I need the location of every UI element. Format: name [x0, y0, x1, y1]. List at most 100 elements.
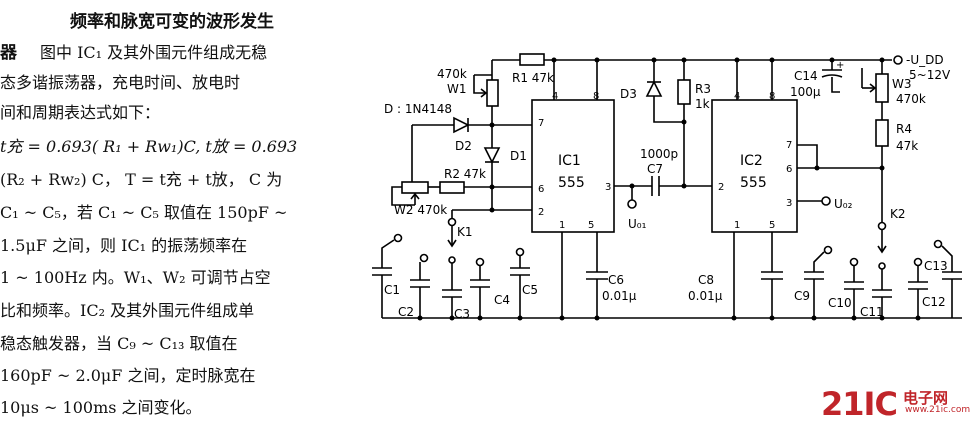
c5-terminal: [515, 247, 525, 257]
k1-arrow: [447, 239, 457, 248]
c2-terminal: [419, 253, 429, 263]
c8-label: C8: [698, 273, 714, 287]
c4-terminal: [475, 257, 485, 267]
r2-label: R2 47k: [444, 167, 486, 181]
title-continuation: 器: [0, 43, 17, 63]
c1-capacitor: [372, 267, 392, 276]
w1-label: W1: [447, 82, 467, 96]
ic2-type: 555: [740, 175, 767, 191]
w1-value: 470k: [437, 67, 467, 81]
c11-capacitor: [872, 289, 892, 298]
w3-value: 470k: [896, 92, 926, 106]
c13-capacitor: [942, 271, 962, 280]
site-watermark: 21IC 电子网 www.21ic.com: [821, 385, 971, 423]
c6-label: C6: [608, 273, 624, 287]
c1-wire: [381, 239, 395, 268]
c4-capacitor: [470, 279, 490, 288]
w3-potentiometer: [875, 73, 889, 103]
ic2-pin-3: 3: [786, 198, 792, 209]
r3-label: R3: [695, 82, 711, 96]
text-line-11: 160pF ~ 2.0μF 之间，定时脉宽在: [0, 366, 256, 385]
d3-label: D3: [620, 87, 637, 101]
w3-label: W3: [892, 77, 912, 91]
k2-terminal: [877, 221, 887, 231]
text-line-8: 1 ~ 100Hz 内。W₁、W₂ 可调节占空: [0, 268, 271, 287]
c8-value: 0.01μ: [688, 289, 723, 303]
ic1-pin-2: 2: [538, 207, 544, 218]
d3-wire-bottom: [653, 96, 684, 123]
title: 频率和脉宽可变的波形发生: [70, 12, 274, 32]
text-line-12: 10μs ~ 100ms 之间变化。: [0, 398, 202, 417]
c13-wire: [941, 245, 953, 272]
c2-capacitor: [410, 279, 430, 288]
w2-loop-wire: [402, 125, 413, 188]
c10-label: C10: [828, 296, 852, 310]
c6-value: 0.01μ: [602, 289, 637, 303]
description-text: 频率和脉宽可变的波形发生 器 图中 IC₁ 及其外围元件组成无稳 态多谐振荡器，…: [0, 0, 360, 425]
w2-wiper-arrow: [410, 192, 420, 200]
r3-resistor: [677, 79, 691, 105]
watermark-cn: 电子网: [903, 389, 949, 407]
c7-label: C7: [647, 162, 663, 176]
ic1-pin-4: 4: [552, 91, 558, 102]
c9-wire: [813, 251, 825, 272]
c13-label: C13: [924, 259, 948, 273]
u02-terminal: [821, 196, 831, 206]
ic2-pin7-wire: [797, 144, 818, 168]
w1-wiper-arrow: [480, 88, 488, 98]
ic2-pin-6: 6: [786, 164, 792, 175]
c9-terminal: [823, 245, 833, 255]
c5-capacitor: [510, 267, 530, 276]
w1-potentiometer: [486, 79, 499, 107]
c5-label: C5: [522, 283, 538, 297]
r4-resistor: [875, 119, 889, 147]
c4-label: C4: [494, 293, 510, 307]
r4-label: R4: [896, 122, 912, 136]
ic1-pin-1: 1: [559, 220, 565, 231]
u01-terminal: [627, 199, 637, 209]
d1-label: D1: [510, 149, 527, 163]
ic2-name: IC2: [740, 153, 763, 169]
c3-label: C3: [454, 307, 470, 321]
k2-pole: [878, 262, 886, 270]
u02-label: U₀₂: [834, 197, 853, 211]
diode-type-label: D : 1N4148: [384, 102, 452, 116]
k2-label: K2: [890, 207, 906, 221]
udd-terminal: [893, 55, 903, 65]
k2-arrow: [877, 245, 887, 254]
text-line-3: 间和周期表达式如下：: [0, 103, 161, 122]
c10-capacitor: [844, 281, 864, 290]
ic2-pin-5: 5: [769, 220, 775, 231]
text-line-7: 1.5μF 之间，则 IC₁ 的振荡频率在: [0, 236, 248, 255]
udd-range: 5~12V: [909, 68, 951, 82]
c12-capacitor: [908, 281, 928, 290]
r2-resistor: [439, 181, 465, 194]
text-line-10: 稳态触发器，当 C₉ ~ C₁₃ 取值在: [0, 334, 238, 353]
k1-pole: [448, 256, 456, 264]
c9-label: C9: [794, 289, 810, 303]
c7-value: 1000p: [640, 147, 678, 161]
ic1-type: 555: [558, 175, 585, 191]
c14-plus: +: [836, 60, 844, 71]
r4-value: 47k: [896, 139, 918, 153]
watermark-logo: 21IC: [821, 385, 898, 423]
c13-terminal: [933, 239, 943, 249]
ic1-pin-6: 6: [538, 184, 544, 195]
k1-label: K1: [457, 225, 473, 239]
c12-terminal: [913, 257, 923, 267]
w2-left-wire: [391, 186, 415, 206]
c3-capacitor: [442, 289, 462, 298]
text-line-1: 图中 IC₁ 及其外围元件组成无稳: [40, 43, 268, 62]
w2-potentiometer: [401, 181, 429, 194]
ic1-pin6-pin2-wire: [491, 187, 532, 211]
text-line-9: 比和频率。IC₂ 及其外围元件组成单: [0, 301, 255, 320]
c14-plate-bottom: [821, 74, 843, 78]
c8-capacitor: [761, 271, 783, 280]
ic1-pin-8: 8: [593, 91, 599, 102]
c9-capacitor: [804, 271, 824, 280]
ic2-pin-2: 2: [718, 182, 724, 193]
text-line-6: C₁ ~ C₅，若 C₁ ~ C₅ 取值在 150pF ~: [0, 203, 288, 222]
ic2-body: [711, 99, 798, 233]
c1-terminal: [393, 233, 403, 243]
c14-value: 100μ: [790, 85, 821, 99]
